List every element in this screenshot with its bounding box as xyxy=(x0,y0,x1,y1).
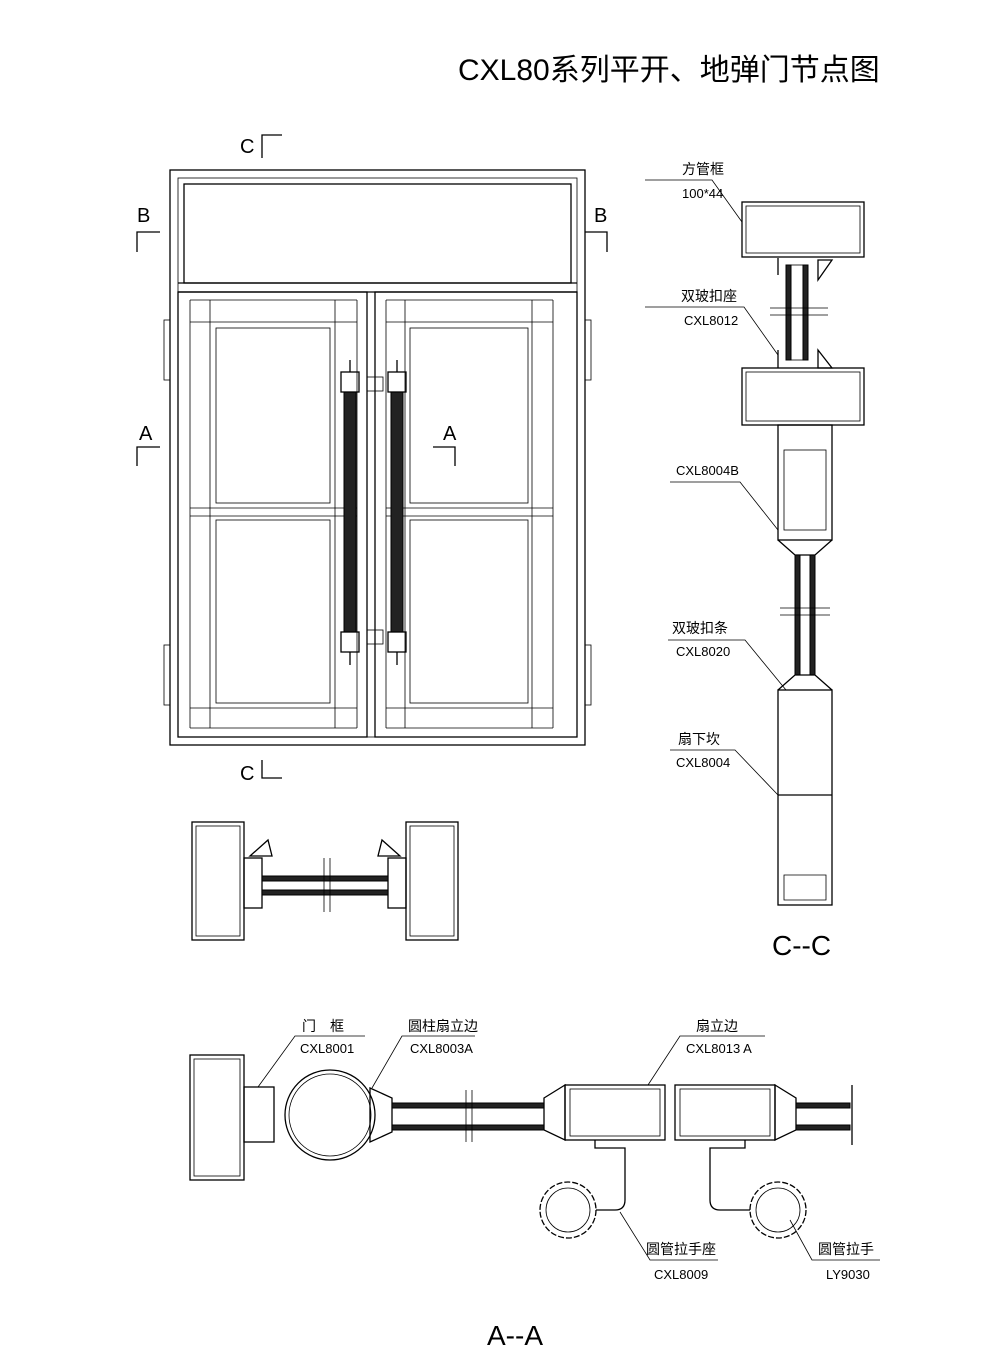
svg-text:LY9030: LY9030 xyxy=(826,1267,870,1282)
svg-text:方管框: 方管框 xyxy=(682,161,724,177)
svg-text:双玻扣条: 双玻扣条 xyxy=(672,620,728,636)
svg-text:圆柱扇立边: 圆柱扇立边 xyxy=(408,1018,478,1034)
svg-text:扇下坎: 扇下坎 xyxy=(678,731,720,747)
svg-text:门 框: 门 框 xyxy=(302,1018,344,1034)
c-c-section: C--C 方管框 100*44 双玻扣座 CXL8012 CXL8004B 双玻… xyxy=(645,161,865,961)
svg-text:100*44: 100*44 xyxy=(682,186,723,201)
a-a-title: A--A xyxy=(487,1320,543,1351)
section-mark-b-left: B xyxy=(137,205,150,227)
svg-text:CXL8009: CXL8009 xyxy=(654,1267,708,1282)
svg-text:CXL8020: CXL8020 xyxy=(676,644,730,659)
svg-text:CXL8012: CXL8012 xyxy=(684,313,738,328)
callout-glass-bead: 双玻扣条 CXL8020 xyxy=(668,620,787,691)
pull-handle-left xyxy=(340,360,360,665)
svg-text:CXL8004: CXL8004 xyxy=(676,755,730,770)
a-a-section: A--A 门 框 CXL8001 圆柱扇立边 CXL8003A 扇立边 CXL8… xyxy=(189,1018,880,1351)
callout-door-frame: 门 框 CXL8001 xyxy=(257,1018,365,1088)
callout-round-column-stile: 圆柱扇立边 CXL8003A xyxy=(371,1018,478,1089)
callout-bottom-rail: 扇下坎 CXL8004 xyxy=(670,731,779,796)
svg-text:圆管拉手座: 圆管拉手座 xyxy=(646,1241,716,1257)
callout-round-pull-handle: 圆管拉手 LY9030 xyxy=(789,1219,880,1282)
drawing-title: CXL80系列平开、地弹门节点图 xyxy=(458,54,880,87)
c-c-title: C--C xyxy=(772,930,831,961)
svg-text:CXL8003A: CXL8003A xyxy=(410,1041,473,1056)
svg-text:CXL8001: CXL8001 xyxy=(300,1041,354,1056)
callout-glass-bead-seat: 双玻扣座 CXL8012 xyxy=(645,288,779,356)
callout-pull-handle-seat: 圆管拉手座 CXL8009 xyxy=(619,1211,718,1282)
section-mark-a-left: A xyxy=(139,423,153,445)
callout-cxl8004b: CXL8004B xyxy=(670,463,779,531)
door-elevation xyxy=(163,169,592,746)
callout-square-tube-frame: 方管框 100*44 xyxy=(645,161,743,223)
section-mark-c-bottom: C xyxy=(240,763,254,785)
section-marks: C C B B A A xyxy=(136,134,608,785)
callout-leaf-stile: 扇立边 CXL8013 A xyxy=(647,1018,765,1086)
b-b-section xyxy=(191,821,459,941)
svg-text:扇立边: 扇立边 xyxy=(696,1018,738,1034)
pull-handle-right xyxy=(387,360,407,665)
section-mark-b-right: B xyxy=(594,205,607,227)
svg-text:圆管拉手: 圆管拉手 xyxy=(818,1241,874,1257)
svg-text:CXL8013 A: CXL8013 A xyxy=(686,1041,752,1056)
svg-text:双玻扣座: 双玻扣座 xyxy=(681,288,737,304)
section-mark-a-right: A xyxy=(443,423,457,445)
section-mark-c-top: C xyxy=(240,136,254,158)
svg-text:CXL8004B: CXL8004B xyxy=(676,463,739,478)
